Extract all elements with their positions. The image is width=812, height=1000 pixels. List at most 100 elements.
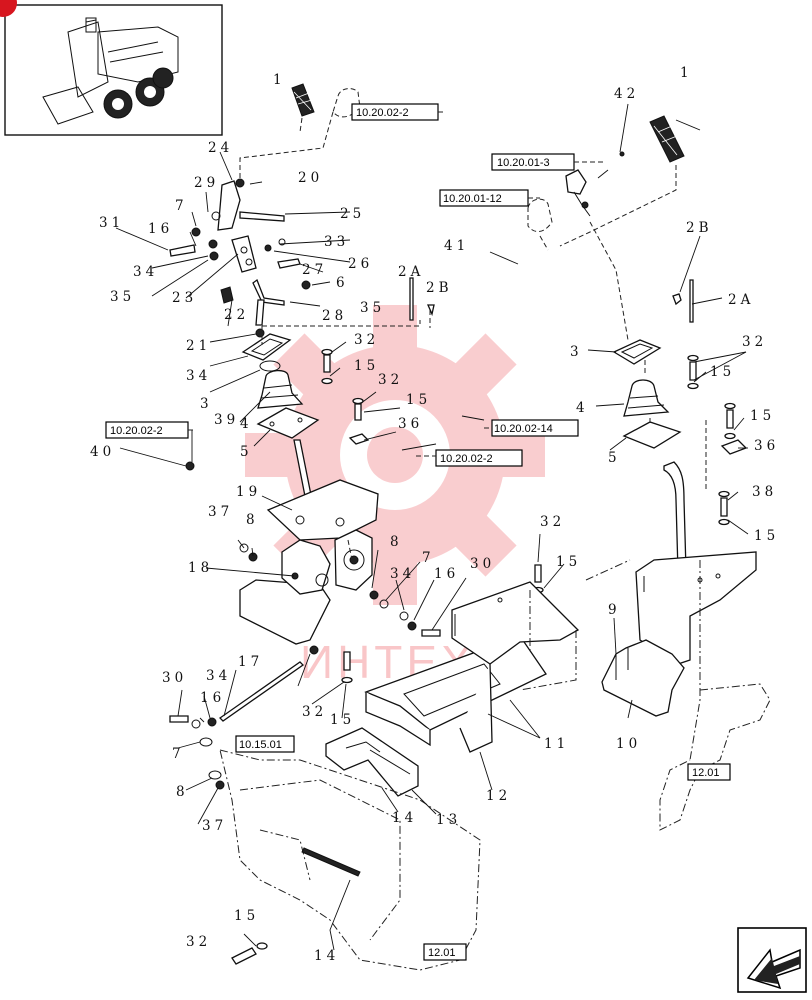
callout-36-left: 36 (398, 416, 423, 432)
left-control-lever[interactable] (169, 178, 311, 338)
svg-text:10.20.01-12: 10.20.01-12 (443, 193, 502, 205)
callout-15-bottom: 15 (234, 908, 259, 924)
center-lower-bracket[interactable] (325, 727, 419, 797)
right-joystick-boot[interactable] (623, 379, 670, 417)
callout-34-left2: 34 (206, 668, 231, 684)
callout-15-lower: 15 (330, 712, 355, 728)
svg-text:10.15.01: 10.15.01 (239, 739, 282, 751)
right-frame-outline (659, 683, 771, 831)
callout-32-left-b: 32 (378, 372, 403, 388)
callout-1-left: 1 (273, 72, 286, 88)
callout-16-top: 16 (148, 221, 173, 237)
callout-31: 31 (99, 215, 124, 231)
callout-28: 28 (322, 308, 347, 324)
thumbnail-frame[interactable] (0, 0, 223, 136)
ref-box-10-20-01-3[interactable]: 10.20.01-3 (491, 153, 575, 171)
callout-14-mid: 14 (392, 810, 417, 826)
callout-25: 25 (340, 206, 365, 222)
callout-32-mid: 32 (540, 514, 565, 530)
callout-14-bottom: 14 (314, 948, 339, 964)
callout-4-left: 4 (240, 416, 253, 432)
left-seal-ring (259, 360, 281, 372)
left-support-18[interactable] (239, 529, 373, 645)
callout-37-low: 37 (202, 818, 227, 834)
ref-box-10-20-02-2-left[interactable]: 10.20.02-2 (105, 421, 189, 439)
callout-15-right-c: 15 (754, 528, 779, 544)
callout-2A-left: 2A (398, 264, 424, 280)
callout-30-left: 30 (162, 670, 187, 686)
callout-19: 19 (236, 484, 261, 500)
right-rod[interactable] (663, 461, 687, 573)
callout-36-right: 36 (754, 438, 779, 454)
callout-16-left: 16 (200, 690, 225, 706)
callout-38: 38 (752, 484, 777, 500)
callout-34-top: 34 (133, 264, 158, 280)
callout-7-low: 7 (172, 746, 185, 762)
callout-30-top: 30 (470, 556, 495, 572)
ref-box-10-20-02-2-top[interactable]: 10.20.02-2 (351, 103, 439, 121)
callout-11: 11 (544, 736, 569, 752)
lower-frame-rod[interactable] (301, 847, 361, 877)
callout-5-left: 5 (240, 444, 253, 460)
callout-39: 39 (214, 412, 239, 428)
callout-8-left: 8 (246, 512, 259, 528)
svg-text:10.20.02-2: 10.20.02-2 (356, 107, 409, 119)
svg-text:12.01: 12.01 (692, 767, 720, 779)
callout-18: 18 (188, 560, 213, 576)
left-grip[interactable] (291, 83, 315, 117)
right-boot-plate[interactable] (612, 339, 662, 365)
callout-4-right: 4 (576, 400, 589, 416)
callout-20: 20 (298, 170, 323, 186)
right-side-cover[interactable] (601, 639, 685, 717)
center-side-plate[interactable] (451, 581, 580, 753)
callout-26: 26 (348, 256, 373, 272)
callout-41: 41 (444, 238, 469, 254)
callout-32-lower: 32 (302, 704, 327, 720)
left-joystick-boot[interactable] (257, 369, 304, 409)
ref-box-10-15-01[interactable]: 10.15.01 (235, 735, 295, 753)
callout-10: 10 (616, 736, 641, 752)
svg-text:10.20.02-2: 10.20.02-2 (440, 453, 493, 465)
right-switch[interactable] (565, 151, 625, 217)
callout-42: 42 (614, 86, 639, 102)
callout-34-mid2: 34 (390, 566, 415, 582)
leader-lines (115, 103, 749, 951)
ref-box-10-20-02-14[interactable]: 10.20.02-14 (491, 419, 579, 437)
right-grip[interactable] (649, 115, 685, 163)
callout-24: 24 (208, 140, 233, 156)
callout-12: 12 (486, 788, 511, 804)
callout-2A-right: 2A (728, 292, 754, 308)
callout-32-right-a: 32 (742, 334, 767, 350)
left-mount-plate[interactable] (256, 407, 320, 439)
left-cross-rod[interactable] (218, 661, 305, 722)
callout-27: 27 (302, 262, 327, 278)
left-boot-plate[interactable] (241, 333, 292, 361)
callout-29: 29 (194, 175, 219, 191)
callout-3-left: 3 (200, 396, 213, 412)
right-mount-plate[interactable] (622, 421, 682, 449)
callout-2B-right: 2B (686, 220, 713, 236)
left-hardware (185, 277, 544, 684)
callout-15-left-b: 15 (406, 392, 431, 408)
ref-box-10-20-01-12[interactable]: 10.20.01-12 (439, 189, 529, 207)
ref-box-10-20-02-2-mid[interactable]: 10.20.02-2 (435, 449, 523, 467)
previous-page-arrow-icon[interactable] (737, 927, 807, 993)
callout-34-mid: 34 (186, 368, 211, 384)
callout-33: 33 (324, 234, 349, 250)
callout-16-mid: 16 (434, 566, 459, 582)
callout-labels: 1 1 42 24 20 29 25 7 31 16 33 26 34 27 6… (90, 65, 779, 964)
ref-box-12-01-bottom[interactable]: 12.01 (423, 943, 467, 961)
callout-8-low: 8 (176, 784, 189, 800)
callout-7-top: 7 (175, 198, 188, 214)
callout-8-mid: 8 (390, 534, 403, 550)
callout-1-right: 1 (680, 65, 693, 81)
callout-22: 22 (224, 307, 249, 323)
callout-37-top: 37 (208, 504, 233, 520)
reference-boxes[interactable]: 10.20.02-2 10.20.01-3 10.20.01-12 10.20.… (105, 103, 731, 961)
svg-text:10.20.02-2: 10.20.02-2 (110, 425, 163, 437)
ref-box-12-01-right[interactable]: 12.01 (687, 763, 731, 781)
callout-5-right: 5 (608, 450, 621, 466)
svg-text:12.01: 12.01 (428, 947, 456, 959)
svg-text:10.20.02-14: 10.20.02-14 (494, 423, 553, 435)
